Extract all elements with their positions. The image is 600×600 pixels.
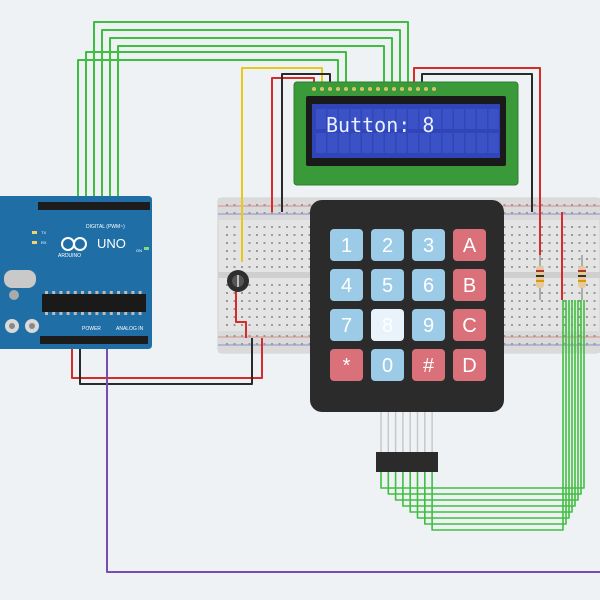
key-label: * xyxy=(343,355,351,377)
key-label: 4 xyxy=(341,275,352,297)
keypad-ribbon xyxy=(380,412,433,452)
key-label: 6 xyxy=(423,275,434,297)
lcd-pins xyxy=(312,87,436,91)
keypad-connector xyxy=(376,452,438,472)
key-label: 2 xyxy=(382,235,393,257)
reset-button[interactable] xyxy=(9,290,19,300)
green-wire[interactable] xyxy=(85,51,347,205)
key-label: 7 xyxy=(341,315,352,337)
lcd-display[interactable]: Button: 8 xyxy=(293,81,519,186)
analog-label: ANALOG IN xyxy=(116,326,144,332)
black-wire[interactable] xyxy=(421,73,533,212)
key-label: 5 xyxy=(382,275,393,297)
resistor[interactable] xyxy=(578,255,586,300)
green-wire[interactable] xyxy=(402,300,576,507)
key-3[interactable]: 3 xyxy=(412,229,445,261)
atmega-chip xyxy=(42,294,146,312)
key-B[interactable]: B xyxy=(453,269,486,301)
tx-label: TX xyxy=(41,230,46,235)
key-7[interactable]: 7 xyxy=(330,309,363,341)
purple-wire[interactable] xyxy=(106,340,600,573)
yellow-wire[interactable] xyxy=(241,67,323,262)
green-wire[interactable] xyxy=(409,300,573,513)
key-A[interactable]: A xyxy=(453,229,486,261)
keypad-4x4[interactable]: 1 2 3 A 4 5 6 B 7 8 9 C * 0 # D xyxy=(310,200,504,472)
green-wire[interactable] xyxy=(117,45,385,205)
keypad-keys: 1 2 3 A 4 5 6 B 7 8 9 C * 0 # D xyxy=(330,229,486,381)
key-0[interactable]: 0 xyxy=(371,349,404,381)
red-wire[interactable] xyxy=(71,338,263,379)
black-wire[interactable] xyxy=(281,73,331,212)
red-wire[interactable] xyxy=(235,290,247,338)
key-4[interactable]: 4 xyxy=(330,269,363,301)
chip-pins xyxy=(45,291,142,315)
rx-led xyxy=(32,241,37,244)
red-wire[interactable] xyxy=(413,67,541,255)
tx-led xyxy=(32,231,37,234)
green-wire[interactable] xyxy=(431,300,564,531)
on-label: ON xyxy=(136,248,142,253)
capacitor-top xyxy=(29,323,35,329)
green-wire[interactable] xyxy=(387,300,582,495)
key-C[interactable]: C xyxy=(453,309,486,341)
wires xyxy=(71,21,600,573)
green-wire[interactable] xyxy=(109,37,393,205)
power-led xyxy=(144,247,149,250)
resistor[interactable] xyxy=(536,255,544,300)
key-label: 8 xyxy=(382,315,393,337)
power-analog-header xyxy=(40,336,148,344)
green-wire[interactable] xyxy=(416,300,570,519)
key-label: D xyxy=(462,355,476,377)
arduino-logo-icon xyxy=(61,237,87,251)
lcd-cells xyxy=(316,109,499,153)
key-label: C xyxy=(462,315,476,337)
key-8[interactable]: 8 xyxy=(371,309,404,341)
key-label: A xyxy=(463,235,477,257)
crystal-oscillator xyxy=(4,270,36,288)
green-wire[interactable] xyxy=(424,300,567,525)
key-5[interactable]: 5 xyxy=(371,269,404,301)
key-2[interactable]: 2 xyxy=(371,229,404,261)
brand-label: ARDUINO xyxy=(58,253,81,259)
key-*[interactable]: * xyxy=(330,349,363,381)
green-wire[interactable] xyxy=(380,300,585,489)
board-model: UNO xyxy=(97,236,126,251)
arduino-uno-board[interactable]: DIGITAL (PWM~) POWER ANALOG IN UNO ARDUI… xyxy=(0,196,152,349)
key-label: 0 xyxy=(382,355,393,377)
capacitor-top xyxy=(9,323,15,329)
key-D[interactable]: D xyxy=(453,349,486,381)
power-label: POWER xyxy=(82,326,101,332)
digital-label: DIGITAL (PWM~) xyxy=(86,224,125,230)
key-label: 9 xyxy=(423,315,434,337)
green-wire[interactable] xyxy=(93,21,409,205)
green-wire[interactable] xyxy=(394,300,579,501)
key-label: B xyxy=(463,275,476,297)
key-9[interactable]: 9 xyxy=(412,309,445,341)
green-wire[interactable] xyxy=(77,59,339,205)
key-label: 1 xyxy=(341,235,352,257)
key-6[interactable]: 6 xyxy=(412,269,445,301)
key-label: # xyxy=(423,355,435,377)
green-wire[interactable] xyxy=(101,29,401,205)
lcd-line-1: Button: 8 xyxy=(326,113,434,137)
keypad-wires xyxy=(380,300,585,531)
rx-label: RX xyxy=(41,240,47,245)
black-wire[interactable] xyxy=(79,338,253,385)
potentiometer[interactable] xyxy=(227,270,249,292)
key-1[interactable]: 1 xyxy=(330,229,363,261)
key-#[interactable]: # xyxy=(412,349,445,381)
digital-header xyxy=(38,202,150,210)
key-label: 3 xyxy=(423,235,434,257)
